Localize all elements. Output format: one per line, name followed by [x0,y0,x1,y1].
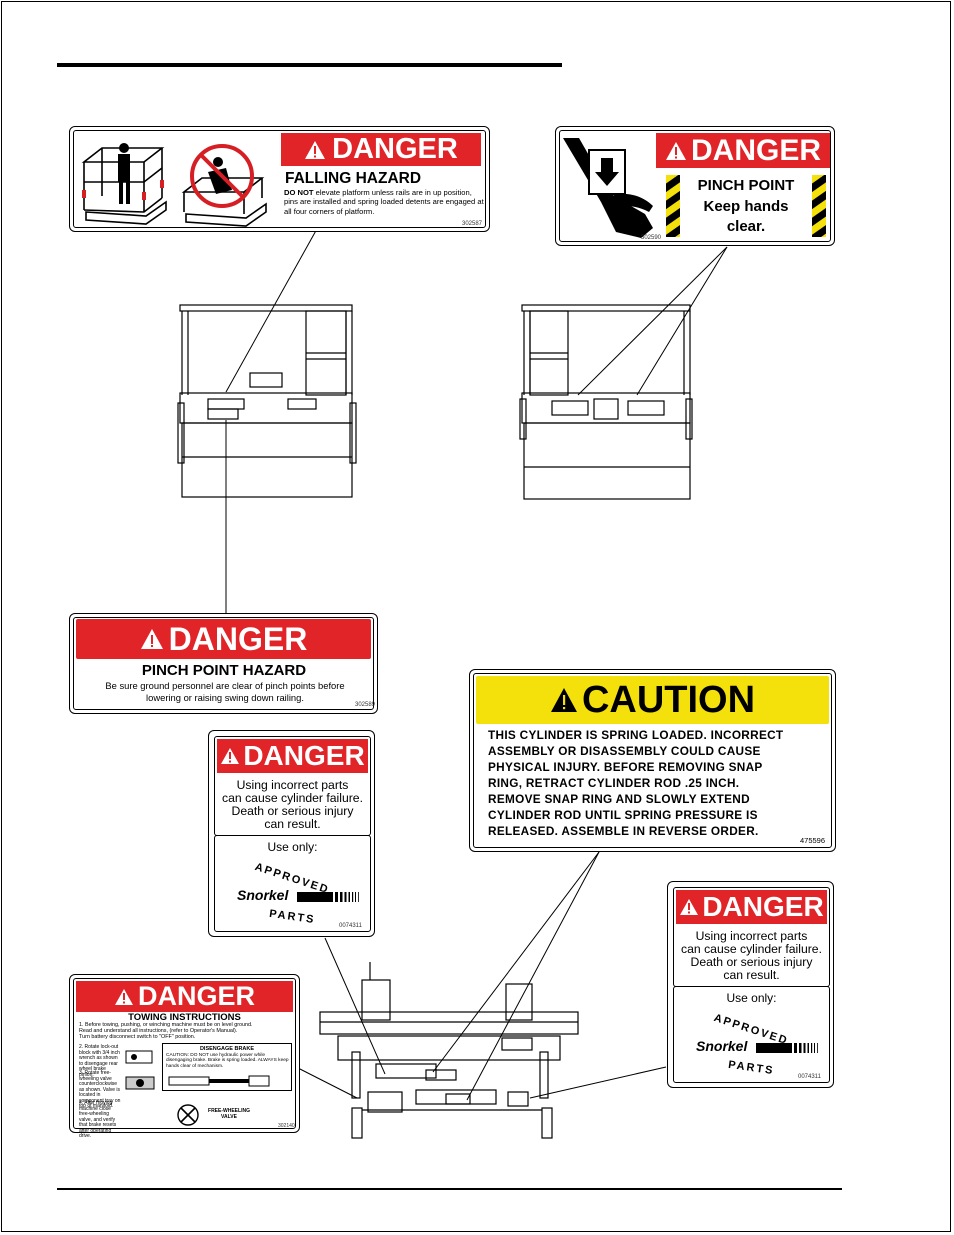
towing-danger-word: DANGER [137,981,255,1011]
parts-right-line-3: Death or serious injury [690,955,813,969]
pinch-hazard-danger-header: DANGER [76,619,371,659]
top-rule [57,63,562,67]
caution-inner [473,673,832,848]
parts-left-part-number: 0074311 [339,923,362,929]
pinch-hand-illustration [563,138,653,238]
parts-left-brand: Snorkel [237,887,289,903]
brake-text: CAUTION: DO NOT use hydraulic power whil… [166,1053,289,1069]
free-wheeling-valve-label: FREE-WHEELING VALVE [208,1108,250,1120]
falling-body-text: elevate platform unless rails are in up … [284,188,484,216]
pinch-hazard-title: PINCH POINT HAZARD [141,662,307,679]
falling-hazard-inner [73,130,486,228]
warning-triangle-icon [114,988,133,1005]
warning-triangle-icon [140,629,163,649]
pinch-hazard-part-number: 302589 [355,702,376,708]
pinch-point-line2: Keep hands [703,198,789,215]
pinch-point-danger-header: DANGER [656,133,830,168]
free-wheeling-valve-icon [177,1104,199,1126]
pinch-point-line3: clear. [726,218,766,235]
caution-line-6: CYLINDER ROD UNTIL SPRING PRESSURE IS [488,808,758,822]
towing-step-2: 2. Rotate lock-out block with 3/4 inch w… [79,1044,120,1078]
parts-right-line-1: Using incorrect parts [695,929,808,943]
hazard-stripe-left [666,175,680,237]
falling-danger-header: DANGER [281,133,481,166]
falling-part-number: 302587 [462,221,483,227]
towing-step-1c: Turn battery disconnect switch to "OFF" … [79,1034,196,1040]
parts-left-danger-word: DANGER [243,740,365,771]
brake-box: DISENGAGE BRAKE CAUTION: DO NOT use hydr… [162,1043,292,1091]
caution-line-3: PHYSICAL INJURY. BEFORE REMOVING SNAP [488,760,763,774]
parts-left-use-only: Use only: [267,840,318,854]
pinch-point-danger-word: DANGER [690,133,821,167]
parts-right-part-number: 0074311 [798,1074,821,1080]
parts-left-lower-inner [214,835,371,932]
pinch-hazard-danger-word: DANGER [168,620,308,657]
falling-hazard-body: DO NOT elevate platform unless rails are… [284,188,484,216]
caution-line-2: ASSEMBLY OR DISASSEMBLY COULD CAUSE [488,744,761,758]
pinch-point-hazard-decal: DANGER PINCH POINT HAZARD Be sure ground… [69,613,378,714]
brake-title: DISENGAGE BRAKE [199,1046,255,1052]
pinch-point-line1: PINCH POINT [697,177,795,194]
parts-right-danger-word: DANGER [702,891,824,922]
towing-part-number: 302140 [278,1123,295,1129]
chassis-drawing [319,962,579,1139]
falling-hazard-decal: DANGER FALLING HAZARD DO NOT elevate pla… [69,126,490,232]
falling-hazard-title: FALLING HAZARD [285,170,422,187]
towing-step-1a: 1. Before towing, pushing, or winching m… [79,1022,253,1028]
caution-word: CAUTION [581,678,756,721]
towing-step-4: 4. After moving machine close free-wheel… [79,1100,117,1139]
warning-triangle-icon [305,140,326,159]
pinch-hazard-inner [73,617,374,710]
pinch-point-decal: 302590 DANGER PINCH POINT Keep hands cle… [555,126,835,246]
brake-mechanism-illustration [168,1075,270,1087]
towing-danger-header: DANGER [76,981,293,1012]
pinch-point-part-number: 302590 [641,235,662,241]
warning-triangle-icon [680,899,699,915]
parts-right-brand: Snorkel [696,1038,748,1054]
pinch-point-inner [559,130,831,242]
parts-right-use-only: Use only: [726,991,777,1005]
platform-rails-up-illustration [81,143,267,227]
parts-right-lower-inner [673,986,830,1083]
towing-instructions-decal: DANGER TOWING INSTRUCTIONS 1. Before tow… [69,974,300,1139]
approved-parts-decal-right: DANGER Using incorrect parts can cause c… [667,881,834,1088]
falling-body-bold: DO NOT [284,188,314,197]
lock-out-block-illustration [125,1050,153,1064]
caution-line-7: RELEASED. ASSEMBLE IN REVERSE ORDER. [488,824,759,838]
caution-line-5: REMOVE SNAP RING AND SLOWLY EXTEND [488,792,750,806]
caution-cylinder-decal: CAUTION THIS CYLINDER IS SPRING LOADED. … [469,669,836,852]
valve-illustration [125,1076,155,1090]
towing-inner [73,978,296,1129]
warning-triangle-icon [550,688,577,712]
caution-header: CAUTION [476,676,829,724]
towing-step-3: 3. Rotate free-wheeling valve counterclo… [79,1070,121,1109]
parts-right-danger-header: DANGER [676,890,827,924]
hazard-stripe-right [812,175,826,237]
bottom-rule [57,1188,842,1190]
pinch-hazard-body: Be sure ground personnel are clear of pi… [105,680,345,704]
warning-triangle-icon [221,748,240,764]
parts-right-line-2: can cause cylinder failure. [681,942,822,956]
warning-triangle-icon [665,141,686,160]
approved-parts-decal-left: DANGER Using incorrect parts can cause c… [208,730,375,937]
falling-danger-word: DANGER [332,133,458,165]
caution-part-number: 475596 [800,836,826,845]
parts-left-line-4: can result. [264,817,321,831]
platform-drawing-right [519,304,693,500]
towing-title: TOWING INSTRUCTIONS [128,1012,241,1023]
caution-line-1: THIS CYLINDER IS SPRING LOADED. INCORREC… [488,728,784,742]
brand-bar-icon [756,1043,818,1053]
parts-left-danger-header: DANGER [217,739,368,773]
towing-step-1b: Read and understand all instructions, (r… [79,1028,238,1034]
parts-right-line-4: can result. [723,968,780,982]
parts-left-line-3: Death or serious injury [231,804,354,818]
brand-bar-icon [297,892,359,902]
parts-left-line-1: Using incorrect parts [236,778,349,792]
parts-left-line-2: can cause cylinder failure. [222,791,363,805]
caution-line-4: RING, RETRACT CYLINDER ROD .25 INCH. [488,776,740,790]
platform-drawing-left [177,304,357,498]
